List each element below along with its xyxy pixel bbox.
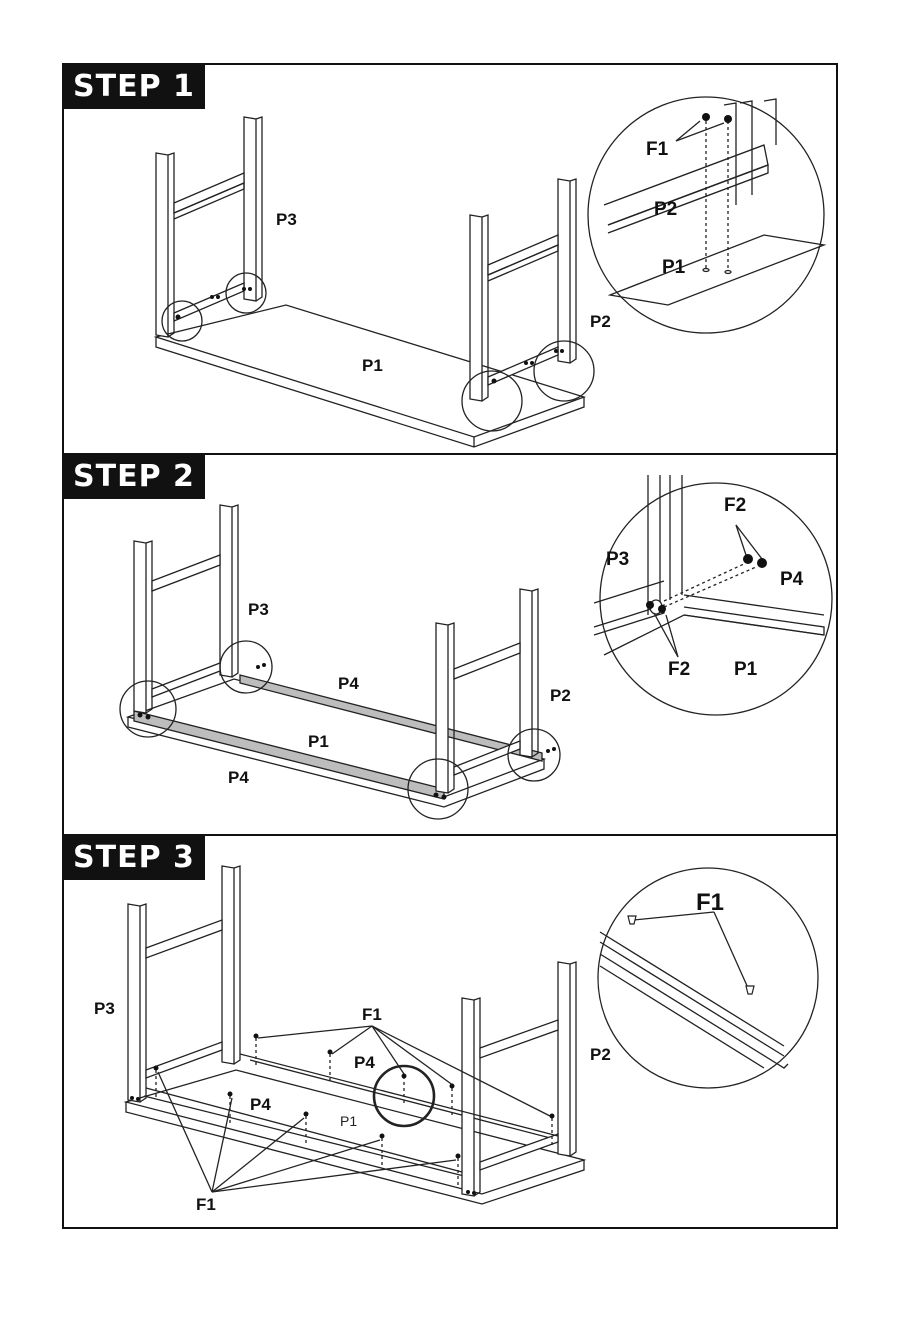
- step-2-illustration: P3 P4 P1 P4 P2 F2 P3 P4 F2 P1: [64, 455, 838, 836]
- step-title: STEP 1: [64, 65, 205, 109]
- step-1-illustration: P3 P2 P1 F1 P2 P1: [64, 65, 838, 455]
- detail-label-p2: P2: [654, 199, 677, 220]
- label-f1-bottom: F1: [196, 1195, 216, 1214]
- detail-label-f1: F1: [646, 139, 669, 160]
- label-p1: P1: [308, 732, 329, 751]
- step-3-illustration: P3 F1 P4 P4 P1 F1 P2 F1: [64, 836, 838, 1229]
- label-p2: P2: [550, 686, 571, 705]
- step-3-panel: P3 F1 P4 P4 P1 F1 P2 F1 STEP 3: [62, 834, 838, 1229]
- label-p1: P1: [340, 1113, 357, 1129]
- step-title: STEP 2: [64, 455, 205, 499]
- detail-label-p1: P1: [734, 659, 758, 680]
- label-p4-front: P4: [250, 1095, 271, 1114]
- step-title: STEP 3: [64, 836, 205, 880]
- step-2-panel: P3 P4 P1 P4 P2 F2 P3 P4 F2 P1 STEP 2: [62, 453, 838, 836]
- detail-label-f2-top: F2: [724, 495, 746, 516]
- detail-label-f2-bottom: F2: [668, 659, 690, 680]
- label-p2: P2: [590, 1045, 611, 1064]
- detail-label-f1: F1: [696, 889, 724, 916]
- label-f1-top: F1: [362, 1005, 382, 1024]
- label-p3: P3: [276, 210, 297, 229]
- label-p3: P3: [248, 600, 269, 619]
- label-p2: P2: [590, 312, 611, 331]
- detail-label-p1: P1: [662, 257, 686, 278]
- label-p4-front: P4: [228, 768, 249, 787]
- label-p4-back: P4: [354, 1053, 375, 1072]
- detail-label-p4: P4: [780, 569, 804, 590]
- base-panel: [126, 1070, 584, 1194]
- detail-label-p3: P3: [606, 549, 629, 570]
- label-p4-back: P4: [338, 674, 359, 693]
- label-p1: P1: [362, 356, 383, 375]
- step-1-panel: P3 P2 P1 F1 P2 P1 STEP 1: [62, 63, 838, 455]
- label-p3: P3: [94, 999, 115, 1018]
